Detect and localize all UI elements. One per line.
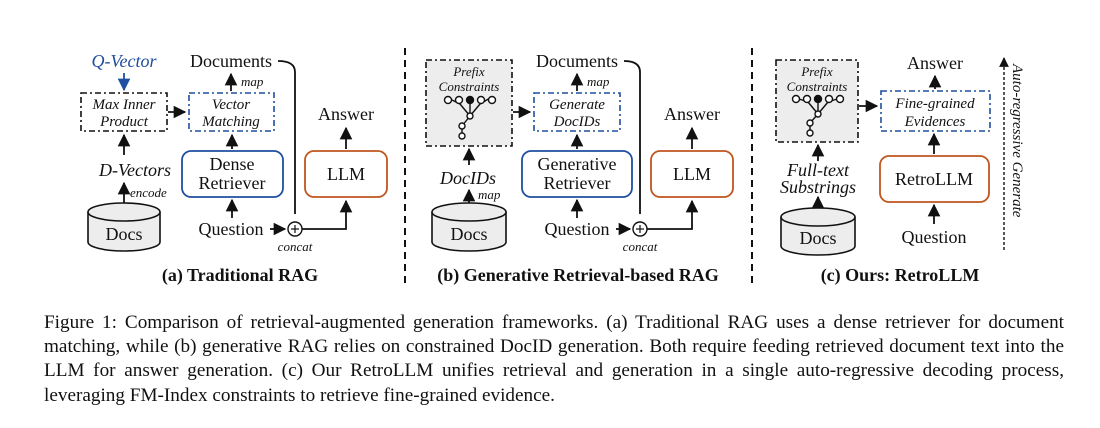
vector-matching-line2: Matching <box>201 114 260 130</box>
llm-box-b <box>650 150 734 198</box>
panel-c: Prefix Constraints Fine-grained Evidence… <box>775 53 1025 286</box>
fine-grained-line2: Evidences <box>904 114 966 130</box>
panel-a-title: (a) Traditional RAG <box>162 265 318 286</box>
caption-text: Comparison of retrieval-augmented genera… <box>44 312 1065 406</box>
generate-docids-box <box>533 92 621 132</box>
llm-label-b: LLM <box>673 164 711 184</box>
max-inner-product-line2: Product <box>99 114 149 130</box>
docs-label-b: Docs <box>451 224 488 244</box>
retrollm-label: RetroLLM <box>895 169 973 189</box>
dense-retriever-line2: Retriever <box>199 173 266 193</box>
figure: Q-Vector Max Inner Product Vector Matchi… <box>80 48 1025 288</box>
encode-label: encode <box>130 185 167 200</box>
retrollm-box <box>879 155 990 203</box>
answer-label-c: Answer <box>907 53 963 73</box>
panel-b-title: (b) Generative Retrieval-based RAG <box>437 265 718 286</box>
caption-label: Figure 1: <box>44 312 117 333</box>
prefix-tree-icon-c <box>791 94 845 137</box>
question-label-c: Question <box>902 227 967 247</box>
panel-b: Prefix Constraints Generate DocIDs Docum… <box>425 51 734 286</box>
auto-regressive-label: Auto-regressive Generate <box>1009 63 1025 218</box>
docids-label: DocIDs <box>439 168 496 188</box>
concat-to-llm-arrow <box>302 199 353 230</box>
map-label-b-side: map <box>478 187 501 202</box>
docs-label-c: Docs <box>800 228 837 248</box>
prefix-tree-icon-b <box>443 95 497 140</box>
panel-c-title: (c) Ours: RetroLLM <box>821 265 980 286</box>
question-label-b: Question <box>545 219 610 239</box>
figure-diagram: Q-Vector Max Inner Product Vector Matchi… <box>80 48 1025 288</box>
generative-retriever-box <box>521 150 633 198</box>
figure-caption: Figure 1: Comparison of retrieval-augmen… <box>44 311 1064 408</box>
answer-label-b: Answer <box>664 104 720 124</box>
generative-retriever-line1: Generative <box>538 154 617 174</box>
vector-matching-line1: Vector <box>212 97 250 113</box>
max-inner-product-box <box>80 92 168 132</box>
dense-retriever-line1: Dense <box>210 154 255 174</box>
max-inner-product-line1: Max Inner <box>92 97 156 113</box>
documents-connector-b <box>623 60 641 214</box>
documents-label-b: Documents <box>536 51 618 71</box>
dense-retriever-box <box>181 150 284 198</box>
llm-label-a: LLM <box>327 164 365 184</box>
answer-label-a: Answer <box>318 104 374 124</box>
d-vectors-label: D-Vectors <box>98 160 171 180</box>
generative-retriever-line2: Retriever <box>544 173 611 193</box>
fine-grained-evidences-box <box>880 90 991 132</box>
docs-label-a: Docs <box>106 224 143 244</box>
documents-label: Documents <box>190 51 272 71</box>
concat-to-llm-arrow-b <box>647 199 699 230</box>
panel-a: Q-Vector Max Inner Product Vector Matchi… <box>80 51 388 286</box>
prefix-constraints-b-line2: Constraints <box>439 79 500 94</box>
full-text-line1: Full-text <box>786 160 850 180</box>
prefix-constraints-b-line1: Prefix <box>452 64 485 79</box>
fine-grained-line1: Fine-grained <box>894 96 975 112</box>
map-label: map <box>241 74 264 89</box>
prefix-constraints-c-line2: Constraints <box>787 79 848 94</box>
llm-box-a <box>304 150 388 198</box>
question-label-a: Question <box>199 219 264 239</box>
docs-cylinder-a <box>87 202 161 252</box>
concat-label-a: concat <box>278 239 313 254</box>
concat-label-b: concat <box>623 239 658 254</box>
map-label-b-top: map <box>587 74 610 89</box>
docs-cylinder-b <box>431 202 507 252</box>
docs-cylinder-c <box>780 207 856 256</box>
generate-docids-line1: Generate <box>549 97 605 113</box>
prefix-constraints-c-line1: Prefix <box>800 64 833 79</box>
generate-docids-line2: DocIDs <box>553 114 601 130</box>
documents-connector <box>277 60 296 214</box>
vector-matching-box <box>188 92 275 132</box>
q-vector-label: Q-Vector <box>92 51 158 71</box>
full-text-line2: Substrings <box>780 177 856 197</box>
